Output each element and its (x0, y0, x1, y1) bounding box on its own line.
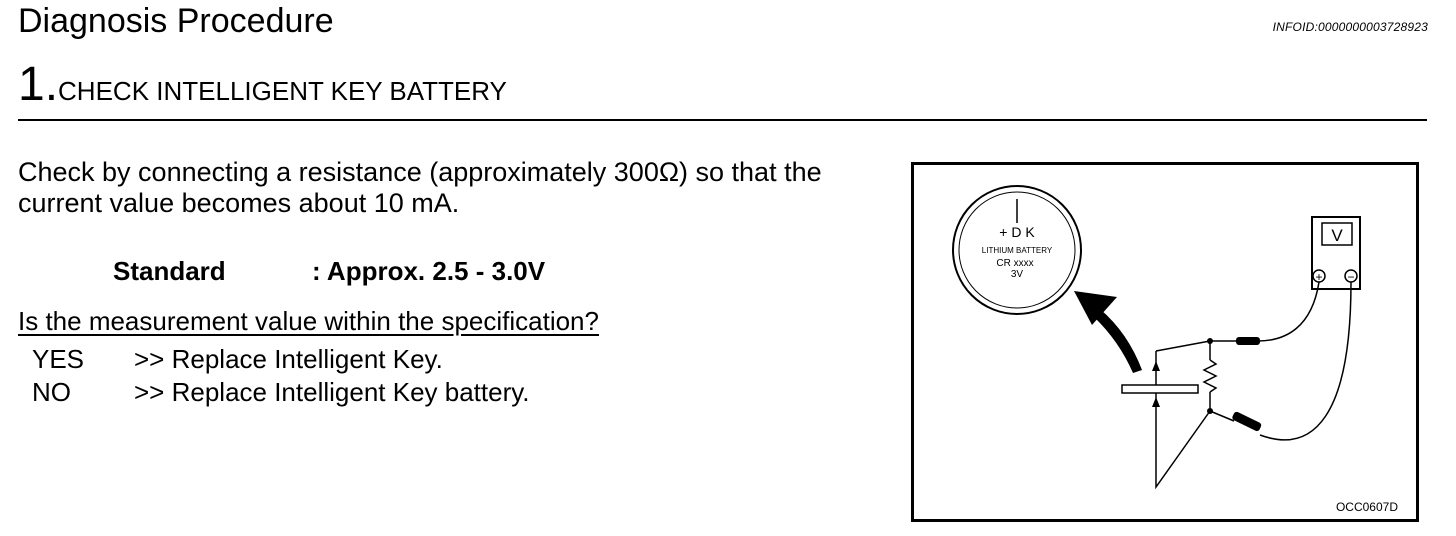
plus-symbol: + (1315, 270, 1322, 284)
instruction-line-2: current value becomes about 10 mA. (18, 188, 460, 218)
minus-symbol: − (1347, 270, 1354, 284)
voltmeter: V + − (1311, 216, 1361, 290)
instruction-text: Check by connecting a resistance (approx… (18, 157, 908, 219)
instruction-line-1: Check by connecting a resistance (approx… (18, 157, 822, 187)
page-title: Diagnosis Procedure (18, 2, 334, 40)
check-question: Is the measurement value within the spec… (18, 306, 599, 336)
figure-code: OCC0607D (1335, 500, 1398, 514)
answer-yes-action: >> Replace Intelligent Key. (134, 344, 443, 374)
step-title: CHECK INTELLIGENT KEY BATTERY (58, 76, 507, 106)
test-circuit (1121, 281, 1352, 490)
info-id: INFOID:0000000003728923 (1272, 20, 1428, 34)
step-heading: 1.CHECK INTELLIGENT KEY BATTERY (18, 60, 507, 110)
answer-no-key: NO (32, 377, 71, 407)
meter-label: V (1331, 226, 1343, 245)
battery-voltage: 3V (1011, 269, 1024, 280)
battery-brand: + D K (999, 224, 1035, 240)
coin-battery: + D K LITHIUM BATTERY CR xxxx 3V (952, 185, 1082, 315)
battery-model: CR xxxx (996, 258, 1033, 269)
standard-value: : Approx. 2.5 - 3.0V (312, 256, 546, 286)
diagram-svg: + D K LITHIUM BATTERY CR xxxx 3V V + − (952, 185, 1361, 490)
standard-label: Standard (113, 256, 226, 286)
step-number: 1. (18, 58, 59, 111)
probe-leads (1152, 337, 1262, 432)
battery-test-diagram: + D K LITHIUM BATTERY CR xxxx 3V V + − (911, 162, 1419, 522)
battery-type: LITHIUM BATTERY (982, 246, 1053, 255)
answer-no-action: >> Replace Intelligent Key battery. (134, 377, 530, 407)
removal-arrow (1074, 291, 1142, 373)
section-divider (18, 119, 1427, 121)
answer-yes-key: YES (32, 344, 85, 374)
